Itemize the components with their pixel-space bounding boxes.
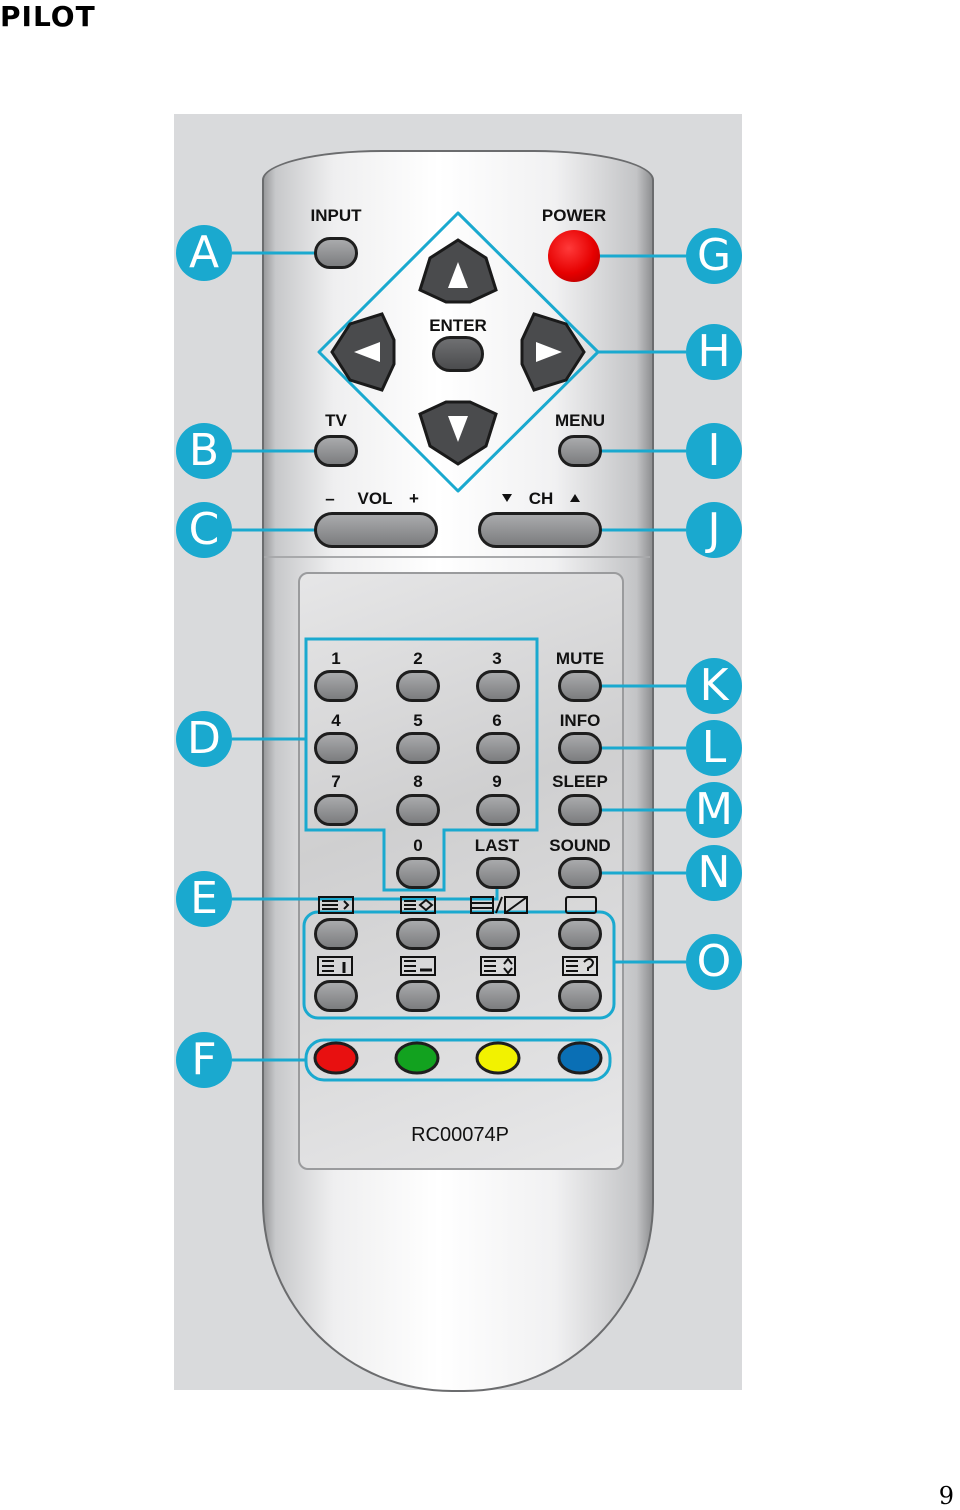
callout-b: B <box>176 423 232 479</box>
num-9-button[interactable] <box>476 794 520 826</box>
teletext-subpage-icon <box>400 956 436 976</box>
callout-o: O <box>686 934 742 990</box>
power-button[interactable] <box>548 230 600 282</box>
callout-e: E <box>176 871 232 927</box>
green-button <box>394 1041 440 1075</box>
remote-divider <box>264 556 650 558</box>
sound-label: SOUND <box>549 836 611 855</box>
enter-button[interactable] <box>432 336 484 372</box>
down-arrow-icon <box>448 416 468 442</box>
volume-button[interactable] <box>314 512 438 548</box>
num-5-label: 5 <box>413 711 423 730</box>
teletext-reveal-question-icon <box>562 956 598 976</box>
channel-button[interactable] <box>478 512 602 548</box>
callout-h: H <box>686 324 742 380</box>
callout-m: M <box>686 782 742 838</box>
num-0-button[interactable] <box>396 857 440 889</box>
yellow-button <box>475 1041 521 1075</box>
mute-label: MUTE <box>555 649 605 668</box>
model-number: RC00074P <box>411 1124 509 1146</box>
num-1-label: 1 <box>331 649 341 668</box>
tv-label: TV <box>325 411 347 430</box>
callout-i: I <box>686 423 742 479</box>
num-7-label: 7 <box>331 772 341 791</box>
menu-label: MENU <box>554 411 606 430</box>
teletext-blank-icon <box>565 896 597 914</box>
up-arrow-icon <box>448 262 468 288</box>
callout-g: G <box>686 228 742 284</box>
vol-minus-label: – <box>325 489 335 508</box>
teletext-group-outline <box>302 910 616 1020</box>
tv-button[interactable] <box>314 435 358 467</box>
callout-f: F <box>176 1032 232 1088</box>
num-8-button[interactable] <box>396 794 440 826</box>
num-4-label: 4 <box>331 711 341 730</box>
teletext-hold-button[interactable] <box>314 918 358 950</box>
num-2-button[interactable] <box>396 670 440 702</box>
callout-n: N <box>686 845 742 901</box>
teletext-index-icon <box>317 956 353 976</box>
teletext-icons <box>317 896 598 976</box>
num-4-button[interactable] <box>314 732 358 764</box>
blue-button <box>557 1041 603 1075</box>
callout-a: A <box>176 225 232 281</box>
info-label: INFO <box>559 711 601 730</box>
num-2-label: 2 <box>413 649 423 668</box>
sleep-label: SLEEP <box>552 772 608 791</box>
teletext-subpage-button[interactable] <box>396 980 440 1012</box>
menu-button[interactable] <box>558 435 602 467</box>
callout-k: K <box>686 658 742 714</box>
teletext-mix-button[interactable] <box>476 918 520 950</box>
last-label: LAST <box>474 836 520 855</box>
number-block-outline <box>304 637 539 892</box>
num-8-label: 8 <box>413 772 423 791</box>
num-0-label: 0 <box>413 836 423 855</box>
teletext-hold-icon <box>318 896 354 914</box>
info-button[interactable] <box>558 732 602 764</box>
teletext-query-button[interactable] <box>558 980 602 1012</box>
teletext-reveal-button[interactable] <box>396 918 440 950</box>
teletext-size-icon <box>480 956 516 976</box>
teletext-index-button[interactable] <box>314 980 358 1012</box>
input-label: INPUT <box>310 206 362 225</box>
num-3-button[interactable] <box>476 670 520 702</box>
page-number: 9 <box>938 1482 954 1510</box>
enter-label: ENTER <box>429 316 487 335</box>
page-heading: PILOT <box>0 0 96 33</box>
input-button[interactable] <box>314 237 358 269</box>
power-label: POWER <box>541 206 607 225</box>
num-1-button[interactable] <box>314 670 358 702</box>
num-7-button[interactable] <box>314 794 358 826</box>
sleep-button[interactable] <box>558 794 602 826</box>
num-5-button[interactable] <box>396 732 440 764</box>
callout-l: L <box>686 720 742 776</box>
teletext-reveal-icon <box>400 896 436 914</box>
left-arrow-icon <box>354 342 380 362</box>
red-button <box>313 1041 359 1075</box>
right-arrow-icon <box>536 342 562 362</box>
mute-button[interactable] <box>558 670 602 702</box>
num-6-button[interactable] <box>476 732 520 764</box>
teletext-mix-icon <box>470 896 528 914</box>
last-button[interactable] <box>476 857 520 889</box>
callout-j: J <box>686 502 742 558</box>
num-9-label: 9 <box>492 772 502 791</box>
teletext-cancel-button[interactable] <box>558 918 602 950</box>
ch-down-icon <box>502 494 512 502</box>
dpad-outline <box>317 211 600 493</box>
vol-label: VOL <box>357 489 393 508</box>
callout-c: C <box>176 502 232 558</box>
num-3-label: 3 <box>492 649 502 668</box>
teletext-size-button[interactable] <box>476 980 520 1012</box>
vol-plus-label: + <box>409 489 419 508</box>
sound-button[interactable] <box>558 857 602 889</box>
ch-up-icon <box>570 494 580 502</box>
num-6-label: 6 <box>492 711 502 730</box>
ch-label: CH <box>528 489 554 508</box>
dpad <box>330 238 586 466</box>
callout-d: D <box>176 711 232 767</box>
